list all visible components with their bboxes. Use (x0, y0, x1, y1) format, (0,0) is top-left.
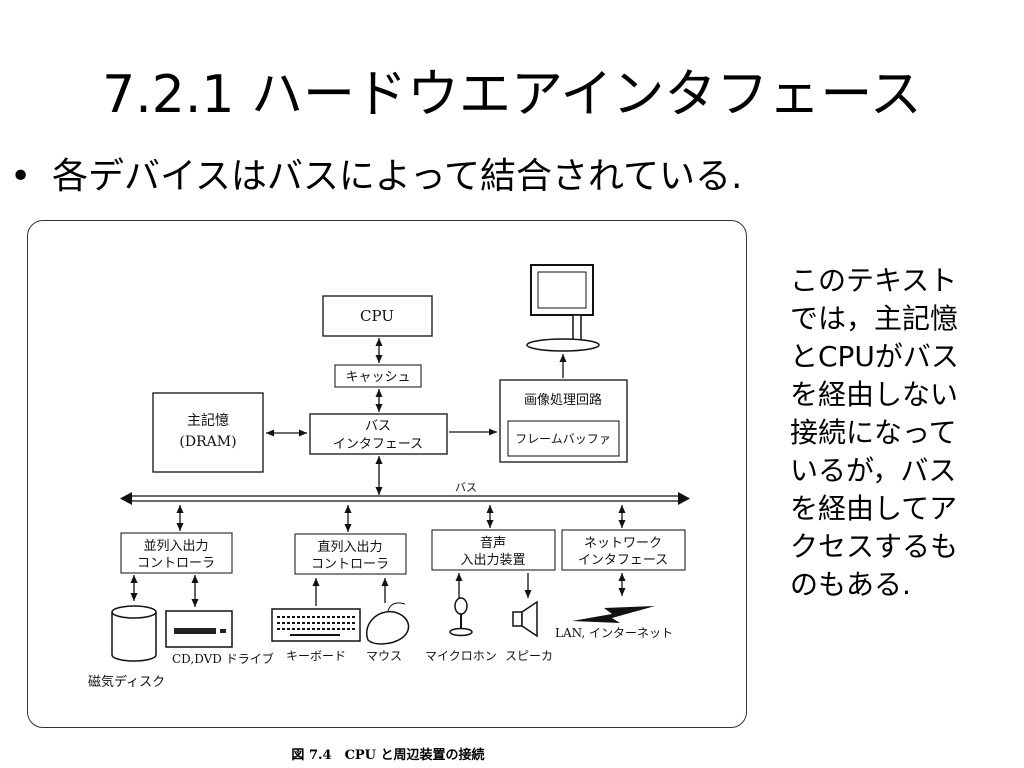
side-note-line: を経由してア (790, 492, 958, 525)
side-note-line: 接続になって (790, 416, 957, 449)
side-note: このテキスト では，主記憶 とCPUがバス を経由しない 接続になって いるが，… (790, 262, 1010, 604)
cd-dvd-drive-icon (165, 610, 233, 648)
bus-interface-label-2: インタフェース (333, 437, 423, 452)
cd-dvd-drive-label: CD,DVD ドライブ (172, 651, 274, 666)
cache-label: キャッシュ (345, 370, 410, 385)
serial-io-label-2: コントローラ (311, 557, 389, 572)
main-memory-label-2: (DRAM) (179, 434, 236, 450)
bullet-text: 各デバイスはバスによって結合されている. (52, 156, 743, 197)
cpu-box: CPU (322, 295, 433, 337)
parallel-io-label-2: コントローラ (137, 556, 215, 571)
side-note-line: いるが，バス (790, 454, 957, 487)
diagram-frame (27, 220, 747, 728)
figure-caption: 図 7.4 CPU と周辺装置の接続 (291, 748, 485, 763)
monitor-icon (526, 264, 600, 352)
frame-buffer-label: フレームバッファ (515, 432, 611, 446)
network-interface-box: ネットワーク インタフェース (561, 529, 686, 571)
mouse-icon (365, 602, 410, 645)
mouse-label: マウス (366, 649, 402, 663)
main-memory-label-1: 主記憶 (187, 412, 229, 429)
graphics-processor-box: 画像処理回路 フレームバッファ (499, 379, 628, 463)
main-memory-box: 主記憶 (DRAM) (152, 392, 264, 473)
side-note-line: では，主記憶 (790, 302, 959, 335)
audio-io-label-2: 入出力装置 (460, 553, 525, 568)
slide-title: 7.2.1 ハードウエアインタフェース (102, 65, 922, 125)
serial-io-label-1: 直列入出力 (317, 540, 382, 555)
serial-io-controller-box: 直列入出力 コントローラ (294, 533, 407, 575)
bus-label: バス (455, 481, 477, 494)
network-if-label-2: インタフェース (578, 553, 668, 568)
side-note-line: のもある. (790, 568, 911, 601)
side-note-line: クセスするも (790, 530, 959, 563)
microphone-icon (449, 597, 473, 637)
side-note-line: とCPUがバス (790, 340, 959, 373)
side-note-line: このテキスト (790, 264, 958, 297)
cpu-label: CPU (360, 307, 394, 325)
keyboard-icon (271, 608, 361, 642)
cache-box: キャッシュ (334, 364, 422, 388)
magnetic-disk-icon (111, 605, 157, 662)
side-note-line: を経由しない (790, 378, 959, 411)
audio-io-label-1: 音声 (480, 535, 506, 551)
bullet-marker: • (10, 156, 32, 197)
speaker-icon (512, 600, 538, 638)
speaker-label: スピーカ (505, 649, 553, 663)
bus-interface-box: バス インタフェース (309, 413, 448, 455)
keyboard-label: キーボード (286, 649, 346, 663)
system-bus: バス (120, 481, 690, 505)
lan-internet-label: LAN, インターネット (555, 626, 673, 640)
lan-lightning-icon (572, 606, 655, 623)
bus-interface-label-1: バス (365, 419, 391, 434)
graphics-processor-label: 画像処理回路 (524, 392, 602, 408)
magnetic-disk-label: 磁気ディスク (88, 674, 165, 690)
bullet-item: • 各デバイスはバスによって結合されている. (10, 150, 742, 204)
parallel-io-label-1: 並列入出力 (143, 539, 208, 554)
microphone-label: マイクロホン (425, 649, 497, 663)
audio-io-device-box: 音声 入出力装置 (431, 529, 556, 571)
parallel-io-controller-box: 並列入出力 コントローラ (120, 532, 233, 574)
network-if-label-1: ネットワーク (584, 536, 662, 551)
